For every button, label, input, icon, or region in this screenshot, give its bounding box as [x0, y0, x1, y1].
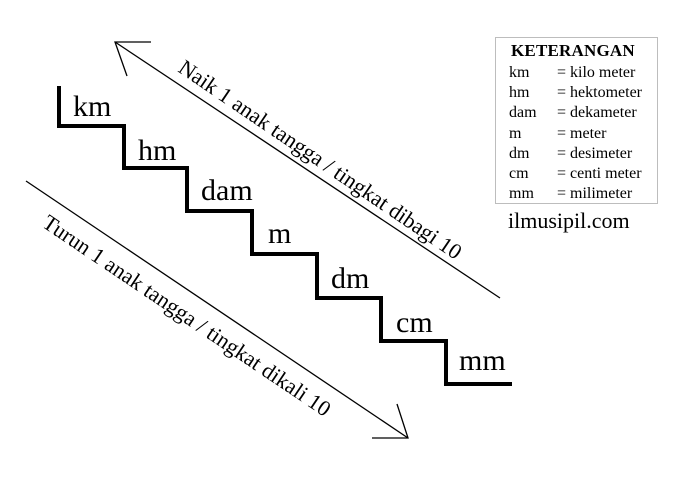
legend-abbr: m [509, 124, 522, 142]
step-label-dm: dm [331, 262, 369, 295]
legend-abbr: km [509, 64, 530, 81]
staircase-line [57, 86, 512, 386]
legend-row-m: m = meter [509, 124, 657, 144]
up-arrow-head [114, 41, 151, 77]
legend-row-km: km = kilo meter [509, 63, 657, 83]
legend-box: KETERANGAN km = kilo meter hm = hektomet… [495, 37, 658, 204]
legend-row-dm: dm = desimeter [509, 144, 657, 164]
up-arrow-line [114, 41, 501, 299]
legend-abbr: cm [509, 164, 529, 182]
step-label-mm: mm [459, 344, 506, 377]
step-label-dam: dam [201, 174, 253, 207]
down-arrow-line [25, 180, 409, 439]
legend-row-hm: hm = hektometer [509, 83, 657, 103]
legend-desc: = centi meter [557, 164, 642, 182]
legend-rows: km = kilo meter hm = hektometer dam = de… [509, 63, 657, 204]
up-arrow-text: Naik 1 anak tangga / tingkat dibagi 10 [174, 54, 466, 264]
legend-abbr: mm [509, 185, 534, 203]
legend-desc: = milimeter [557, 185, 633, 203]
step-label-m: m [268, 217, 291, 250]
legend-row-dam: dam = dekameter [509, 103, 657, 123]
legend-row-cm: cm = centi meter [509, 164, 657, 184]
legend-abbr: dm [509, 144, 530, 162]
legend-desc: = hektometer [557, 84, 642, 102]
legend-abbr: hm [509, 84, 530, 102]
legend-desc: = meter [557, 124, 607, 142]
legend-desc: = kilo meter [557, 64, 636, 81]
legend-row-mm: mm = milimeter [509, 184, 657, 204]
step-label-cm: cm [396, 306, 433, 339]
legend-desc: = desimeter [557, 144, 633, 162]
legend-desc: = dekameter [557, 104, 637, 122]
down-arrow-head [372, 403, 409, 439]
site-credit: ilmusipil.com [508, 208, 630, 233]
step-label-hm: hm [138, 134, 176, 167]
legend-abbr: dam [509, 104, 537, 122]
legend-title: KETERANGAN [511, 41, 635, 60]
step-label-km: km [73, 90, 111, 123]
